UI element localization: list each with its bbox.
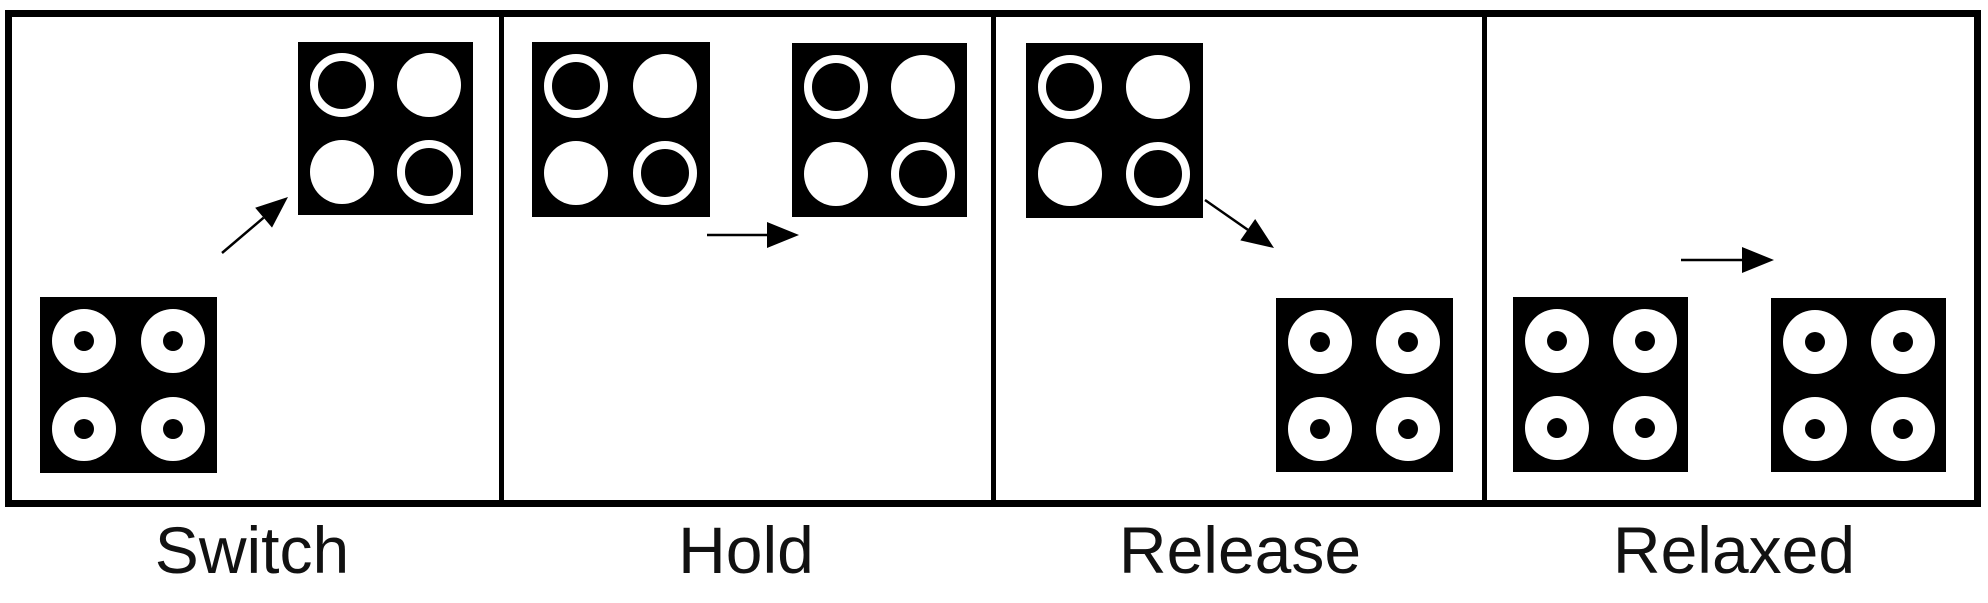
label-row: Switch Hold Release Relaxed bbox=[5, 507, 1981, 603]
solid-circle-icon bbox=[1037, 142, 1102, 207]
dot-circle-icon bbox=[1525, 396, 1589, 461]
dot-circle-icon bbox=[1612, 396, 1677, 461]
panel-label-relaxed: Relaxed bbox=[1612, 513, 1856, 587]
solid-circle-icon bbox=[544, 141, 609, 206]
dot-circle-icon bbox=[1376, 309, 1441, 374]
stimulus-square bbox=[1771, 298, 1947, 472]
dot-circle-icon bbox=[1612, 308, 1677, 373]
center-dot bbox=[1892, 331, 1913, 352]
panel-hold bbox=[498, 17, 991, 500]
ring-circle-icon bbox=[544, 53, 609, 118]
panel-label-hold: Hold bbox=[678, 513, 814, 587]
ring-circle-icon bbox=[309, 53, 374, 118]
ring-circle-icon bbox=[633, 141, 698, 206]
ring-circle-icon bbox=[1037, 54, 1102, 119]
center-dot bbox=[74, 419, 95, 439]
dot-circle-icon bbox=[1287, 309, 1352, 374]
center-dot bbox=[1805, 418, 1825, 439]
center-dot bbox=[1309, 331, 1330, 352]
solid-circle-icon bbox=[803, 141, 868, 206]
dot-circle-icon bbox=[1783, 396, 1847, 461]
ring-circle-icon bbox=[1126, 142, 1191, 207]
center-dot bbox=[1805, 331, 1825, 352]
center-dot bbox=[162, 419, 183, 439]
center-dot bbox=[162, 331, 183, 351]
figure-frame bbox=[5, 10, 1981, 507]
stimulus-square bbox=[298, 42, 473, 215]
stimulus-square bbox=[531, 42, 710, 217]
center-dot bbox=[1634, 330, 1655, 351]
solid-circle-icon bbox=[309, 139, 374, 204]
dot-circle-icon bbox=[1870, 396, 1935, 461]
center-dot bbox=[1547, 330, 1567, 351]
stimulus-square bbox=[1025, 43, 1203, 218]
center-dot bbox=[1634, 418, 1655, 439]
ring-circle-icon bbox=[397, 139, 462, 204]
dot-circle-icon bbox=[1525, 308, 1589, 373]
panel-relaxed bbox=[1482, 17, 1974, 500]
dot-circle-icon bbox=[140, 397, 205, 461]
ring-circle-icon bbox=[891, 141, 955, 206]
stimulus-square bbox=[791, 43, 967, 217]
dot-circle-icon bbox=[1287, 396, 1352, 461]
stimulus-square bbox=[1513, 297, 1689, 472]
center-dot bbox=[1398, 418, 1419, 439]
center-dot bbox=[74, 331, 95, 351]
panel-label-release: Release bbox=[1118, 513, 1362, 587]
dot-circle-icon bbox=[1376, 396, 1441, 461]
dot-circle-icon bbox=[1870, 309, 1935, 374]
center-dot bbox=[1892, 418, 1913, 439]
center-dot bbox=[1309, 418, 1330, 439]
panel-release bbox=[990, 17, 1483, 500]
dot-circle-icon bbox=[140, 309, 205, 373]
solid-circle-icon bbox=[633, 53, 698, 118]
panel-switch bbox=[12, 17, 499, 500]
solid-circle-icon bbox=[891, 54, 955, 119]
panel-label-switch: Switch bbox=[154, 513, 350, 587]
solid-circle-icon bbox=[1126, 54, 1191, 119]
stimulus-square bbox=[40, 297, 217, 473]
stimulus-square bbox=[1275, 298, 1453, 472]
ring-circle-icon bbox=[803, 54, 868, 119]
center-dot bbox=[1398, 331, 1419, 352]
dot-circle-icon bbox=[1783, 309, 1847, 374]
center-dot bbox=[1547, 418, 1567, 439]
dot-circle-icon bbox=[52, 397, 117, 461]
solid-circle-icon bbox=[397, 53, 462, 118]
dot-circle-icon bbox=[52, 309, 117, 373]
